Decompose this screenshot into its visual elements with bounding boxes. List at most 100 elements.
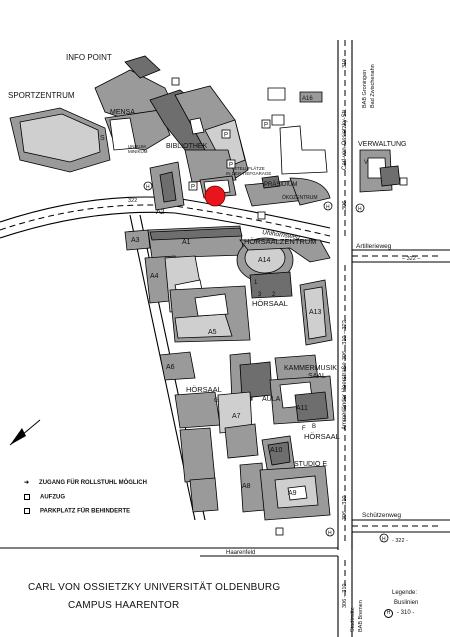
disabled-parking-icon [257, 211, 266, 220]
ammerlaender-label: Ammerländer Heerstraße [342, 362, 348, 430]
legend-elevator: AUFZUG [24, 494, 65, 501]
artillerieweg-label: Artillerieweg [356, 243, 392, 250]
bus-stop-icon [325, 527, 335, 537]
a14-label: A14 [258, 257, 271, 264]
svg-text:- 322 -: - 322 - [392, 538, 408, 544]
a7-label: A7 [232, 413, 241, 420]
legend-parking: PARKPLATZ FÜR BEHINDERTE [24, 508, 130, 515]
a11-label: A11 [296, 405, 308, 412]
studio-e-label: STUDIO E [294, 461, 327, 468]
building-labels: INFO POINT SPORTZENTRUM MENSA BIBLIOTHEK… [8, 53, 407, 497]
bus-stop-icon [323, 201, 333, 211]
a13-label: A13 [309, 309, 322, 316]
bus-stop-icon [379, 533, 389, 543]
disabled-parking-icon [24, 508, 30, 514]
svg-text:H: H [328, 531, 332, 537]
svg-text:H: H [146, 185, 150, 191]
disabled-parking-icon [399, 177, 408, 186]
verwaltung-label: VERWALTUNG [358, 141, 407, 148]
legend-wheelchair: ➜ZUGANG FÜR ROLLSTUHL MÖGLICH [24, 480, 147, 487]
svg-text:– 322 –: – 322 – [402, 256, 421, 262]
bad-zwischenahn-label: Bad Zwischenahn [370, 64, 376, 108]
tiefgarage-label: IN DER TIEFGARAGE [226, 171, 271, 176]
unikum-label: UNIKUM [128, 144, 146, 149]
parking-icon [226, 159, 236, 169]
svg-text:306 – 310: 306 – 310 [342, 496, 348, 520]
a8-label: A8 [242, 483, 251, 490]
elevator-icon [24, 494, 30, 500]
bus-stop-icon: H [384, 609, 393, 618]
svg-text:P: P [224, 133, 228, 139]
s-label: S [100, 135, 105, 142]
street-labels: Uhlhornsweg Artillerieweg Schützenweg Ha… [226, 64, 401, 632]
schuetzenweg-label: Schützenweg [362, 512, 401, 519]
bus-key-subtitle: Buslinien [394, 600, 419, 606]
arrow-icon: ➜ [24, 480, 30, 486]
stadtmitte-label: Stadtmitte [350, 607, 356, 632]
v-label: V [364, 160, 368, 166]
north-arrow-icon [9, 419, 41, 446]
praesidium-group [244, 87, 331, 207]
svg-text:322: 322 [128, 198, 137, 204]
parking-icon [221, 129, 231, 139]
svg-text:306 – 310 – 322: 306 – 310 – 322 [342, 320, 348, 360]
parking-icon [261, 119, 271, 129]
bus-line-labels: 310 306 306 – 310 – 322 306 – 310 – 322 … [128, 59, 421, 608]
carl-von-ossietzky-label: Carl-von-Ossietzky-Str. [342, 108, 348, 170]
a2-label: A2 [156, 209, 165, 216]
a6-a7-group [159, 351, 273, 459]
svg-text:H: H [382, 537, 386, 543]
svg-text:306: 306 [342, 201, 348, 210]
lower-buildings [179, 427, 331, 521]
bus-key-line: H- 310 - [384, 609, 414, 618]
bibliothek-label: BIBLIOTHEK [166, 143, 208, 150]
a10-label: A10 [270, 447, 283, 454]
a9-label: A9 [288, 490, 297, 497]
a1-a4-block [124, 225, 251, 343]
hoersaalzentrum-label: HÖRSAALZENTRUM [244, 237, 317, 246]
b-label: B [312, 424, 316, 430]
disabled-parking-icon [171, 77, 180, 86]
hoersaal-label-g: HÖRSAAL [186, 385, 222, 394]
bus-stop-icon [355, 203, 365, 213]
parking-icon [188, 181, 198, 191]
hoersaal-label-b: HÖRSAAL [304, 432, 340, 441]
verwaltung-building [359, 149, 401, 193]
info-point-label: INFO POINT [66, 53, 112, 62]
sportzentrum-label: SPORTZENTRUM [8, 91, 75, 100]
university-title: CARL VON OSSIETZKY UNIVERSITÄT OLDENBURG [28, 582, 281, 593]
hoersaalzentrum [236, 237, 331, 299]
f-label: F [302, 426, 306, 432]
oekozentrum-label: ÖKOZENTRUM [282, 194, 318, 201]
a6-label: A6 [166, 364, 175, 371]
a16-label: A16 [302, 96, 313, 102]
a3-label: A3 [131, 237, 140, 244]
svg-text:310: 310 [342, 59, 348, 68]
stellplaetze-label: STELLPLÄTZE [234, 165, 265, 171]
mensa-label: MENSA [110, 109, 135, 116]
hoersaal-3-label: 3 [258, 292, 262, 298]
bus-key-title: Legende: [392, 590, 418, 596]
hoersaal-label-a14: HÖRSAAL [252, 299, 288, 308]
sport-mensa-complex [9, 55, 249, 186]
a5-label: A5 [208, 329, 217, 336]
disabled-parking-icon [275, 527, 284, 536]
campus-title: CAMPUS HAARENTOR [68, 600, 180, 611]
praesidium-label: PRÄSIDIUM [264, 181, 297, 188]
svg-text:H: H [326, 205, 330, 211]
saal-label: SAAL [308, 373, 326, 380]
svg-text:P: P [229, 163, 233, 169]
bus-stop-icon [143, 181, 153, 191]
svg-text:H: H [358, 207, 362, 213]
a13-building [299, 279, 333, 346]
aula-label: AULA [262, 396, 281, 403]
svg-text:306 – 310: 306 – 310 [342, 584, 348, 608]
hoersaal-2-label: 2 [272, 292, 276, 298]
location-marker[interactable] [204, 185, 226, 207]
bab-bremen-label: BAB Bremen [358, 600, 364, 632]
minikum-label: MINIKUM [128, 149, 148, 154]
svg-text:P: P [191, 185, 195, 191]
bab-groningen-label: BAB Groningen [362, 70, 368, 108]
g-label: G [214, 398, 219, 404]
